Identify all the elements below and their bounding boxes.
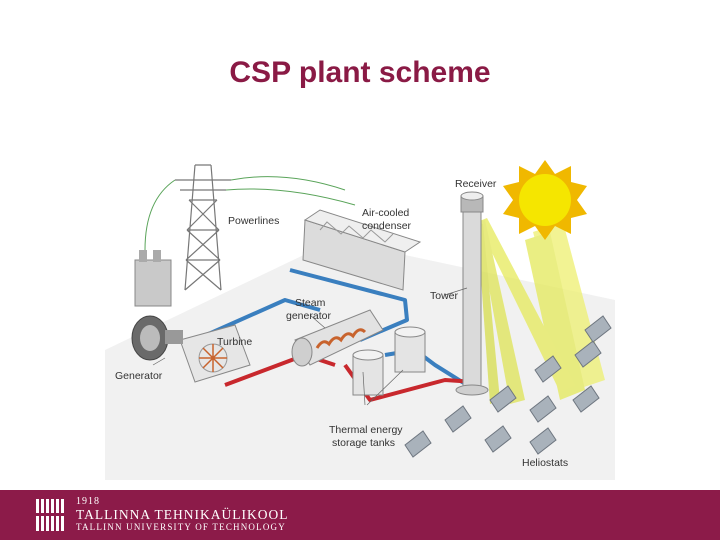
csp-plant-diagram: Receiver Powerlines Air-cooled condenser…	[105, 160, 615, 480]
footer-bar	[0, 490, 720, 540]
heliostat-mirror	[572, 385, 600, 413]
label-turbine: Turbine	[217, 336, 252, 348]
heliostat-mirror	[534, 355, 562, 383]
label-steam-2: generator	[286, 310, 331, 322]
label-storage-1: Thermal energy	[329, 424, 403, 436]
reflected-beam	[477, 218, 575, 392]
air-cooled-condenser-icon	[302, 209, 422, 291]
transformer-icon	[134, 250, 172, 307]
sun-beam	[525, 232, 585, 400]
university-emblem-icon	[34, 499, 68, 531]
label-heliostats: Heliostats	[522, 457, 568, 469]
heliostat-mirror	[574, 340, 602, 368]
sun-icon	[503, 160, 587, 240]
university-logo: 1918 TALLINNA TEHNIKAÜLIKOOL TALLINN UNI…	[34, 496, 294, 534]
label-storage-2: storage tanks	[332, 437, 395, 449]
slide-title: CSP plant scheme	[229, 56, 491, 89]
heliostat-mirror	[484, 425, 512, 453]
heliostat-mirror	[444, 405, 472, 433]
receiver-tower-icon	[455, 191, 489, 396]
generator-icon	[131, 315, 183, 361]
logo-university-name: TALLINNA TEHNIKAÜLIKOOL	[76, 507, 289, 522]
label-condenser-2: condenser	[362, 220, 412, 232]
reflected-beam	[477, 220, 525, 404]
label-leader-lines	[152, 287, 468, 406]
heliostat-mirror	[529, 395, 557, 423]
reflected-beam	[477, 222, 500, 404]
thermal-storage-tanks-icon	[352, 326, 426, 396]
heliostat-mirror	[489, 385, 517, 413]
label-generator: Generator	[115, 370, 163, 382]
label-condenser-1: Air-cooled	[362, 207, 409, 219]
powerlines-wires	[144, 176, 356, 251]
turbine-icon	[179, 324, 251, 383]
label-powerlines: Powerlines	[228, 215, 279, 227]
logo-university-name-english: TALLINN UNIVERSITY OF TECHNOLOGY	[76, 522, 286, 532]
label-receiver: Receiver	[455, 178, 497, 190]
logo-year: 1918	[76, 496, 100, 507]
heliostat-mirror	[584, 315, 612, 343]
heliostat-mirror	[529, 427, 557, 455]
label-steam-1: Steam	[295, 297, 326, 309]
power-tower-icon	[175, 164, 231, 291]
steam-generator-icon	[291, 309, 384, 367]
heliostats-field	[404, 315, 612, 458]
heliostat-mirror	[404, 430, 432, 458]
label-tower: Tower	[430, 290, 459, 302]
